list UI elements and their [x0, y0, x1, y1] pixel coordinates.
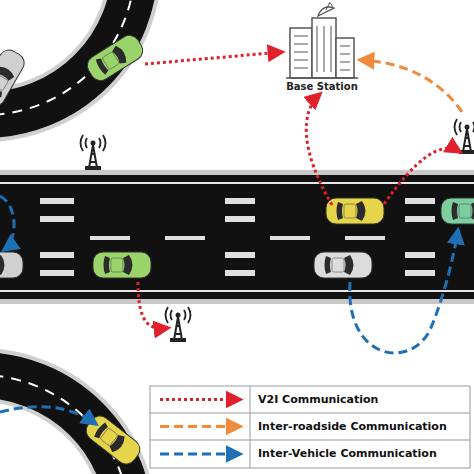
legend-text: V2I Communication	[258, 393, 378, 407]
inter-vehicle-arrow	[350, 230, 458, 353]
legend-sample	[160, 425, 240, 428]
base-station-building	[286, 2, 358, 78]
v2i-arrow	[384, 149, 460, 204]
legend-text: Inter-roadside Communication	[258, 420, 447, 434]
base-station-node: Base Station	[272, 0, 372, 92]
car	[93, 252, 151, 278]
car	[82, 412, 144, 468]
main-road	[0, 170, 474, 304]
legend-box	[150, 386, 470, 468]
car	[326, 198, 384, 224]
legend-sample	[160, 453, 240, 456]
car	[314, 252, 372, 278]
roadside-unit	[81, 135, 106, 170]
roadside-unit	[455, 119, 474, 154]
v2i-arrow	[138, 282, 168, 328]
car	[0, 252, 23, 278]
node-label: Base Station	[272, 81, 372, 92]
roadside-unit	[166, 307, 191, 342]
v2i-arrow	[145, 52, 282, 64]
legend-text: Inter-Vehicle Communication	[258, 447, 437, 461]
car	[0, 46, 28, 109]
car	[84, 32, 147, 85]
car	[441, 198, 474, 224]
inter-vehicle-arrow	[0, 407, 96, 424]
inter-vehicle-arrow	[0, 196, 14, 250]
legend-sample	[160, 398, 240, 401]
inter-roadside-arrow	[360, 60, 462, 112]
v2i-arrow	[306, 94, 332, 205]
communication-arrows	[0, 52, 462, 424]
